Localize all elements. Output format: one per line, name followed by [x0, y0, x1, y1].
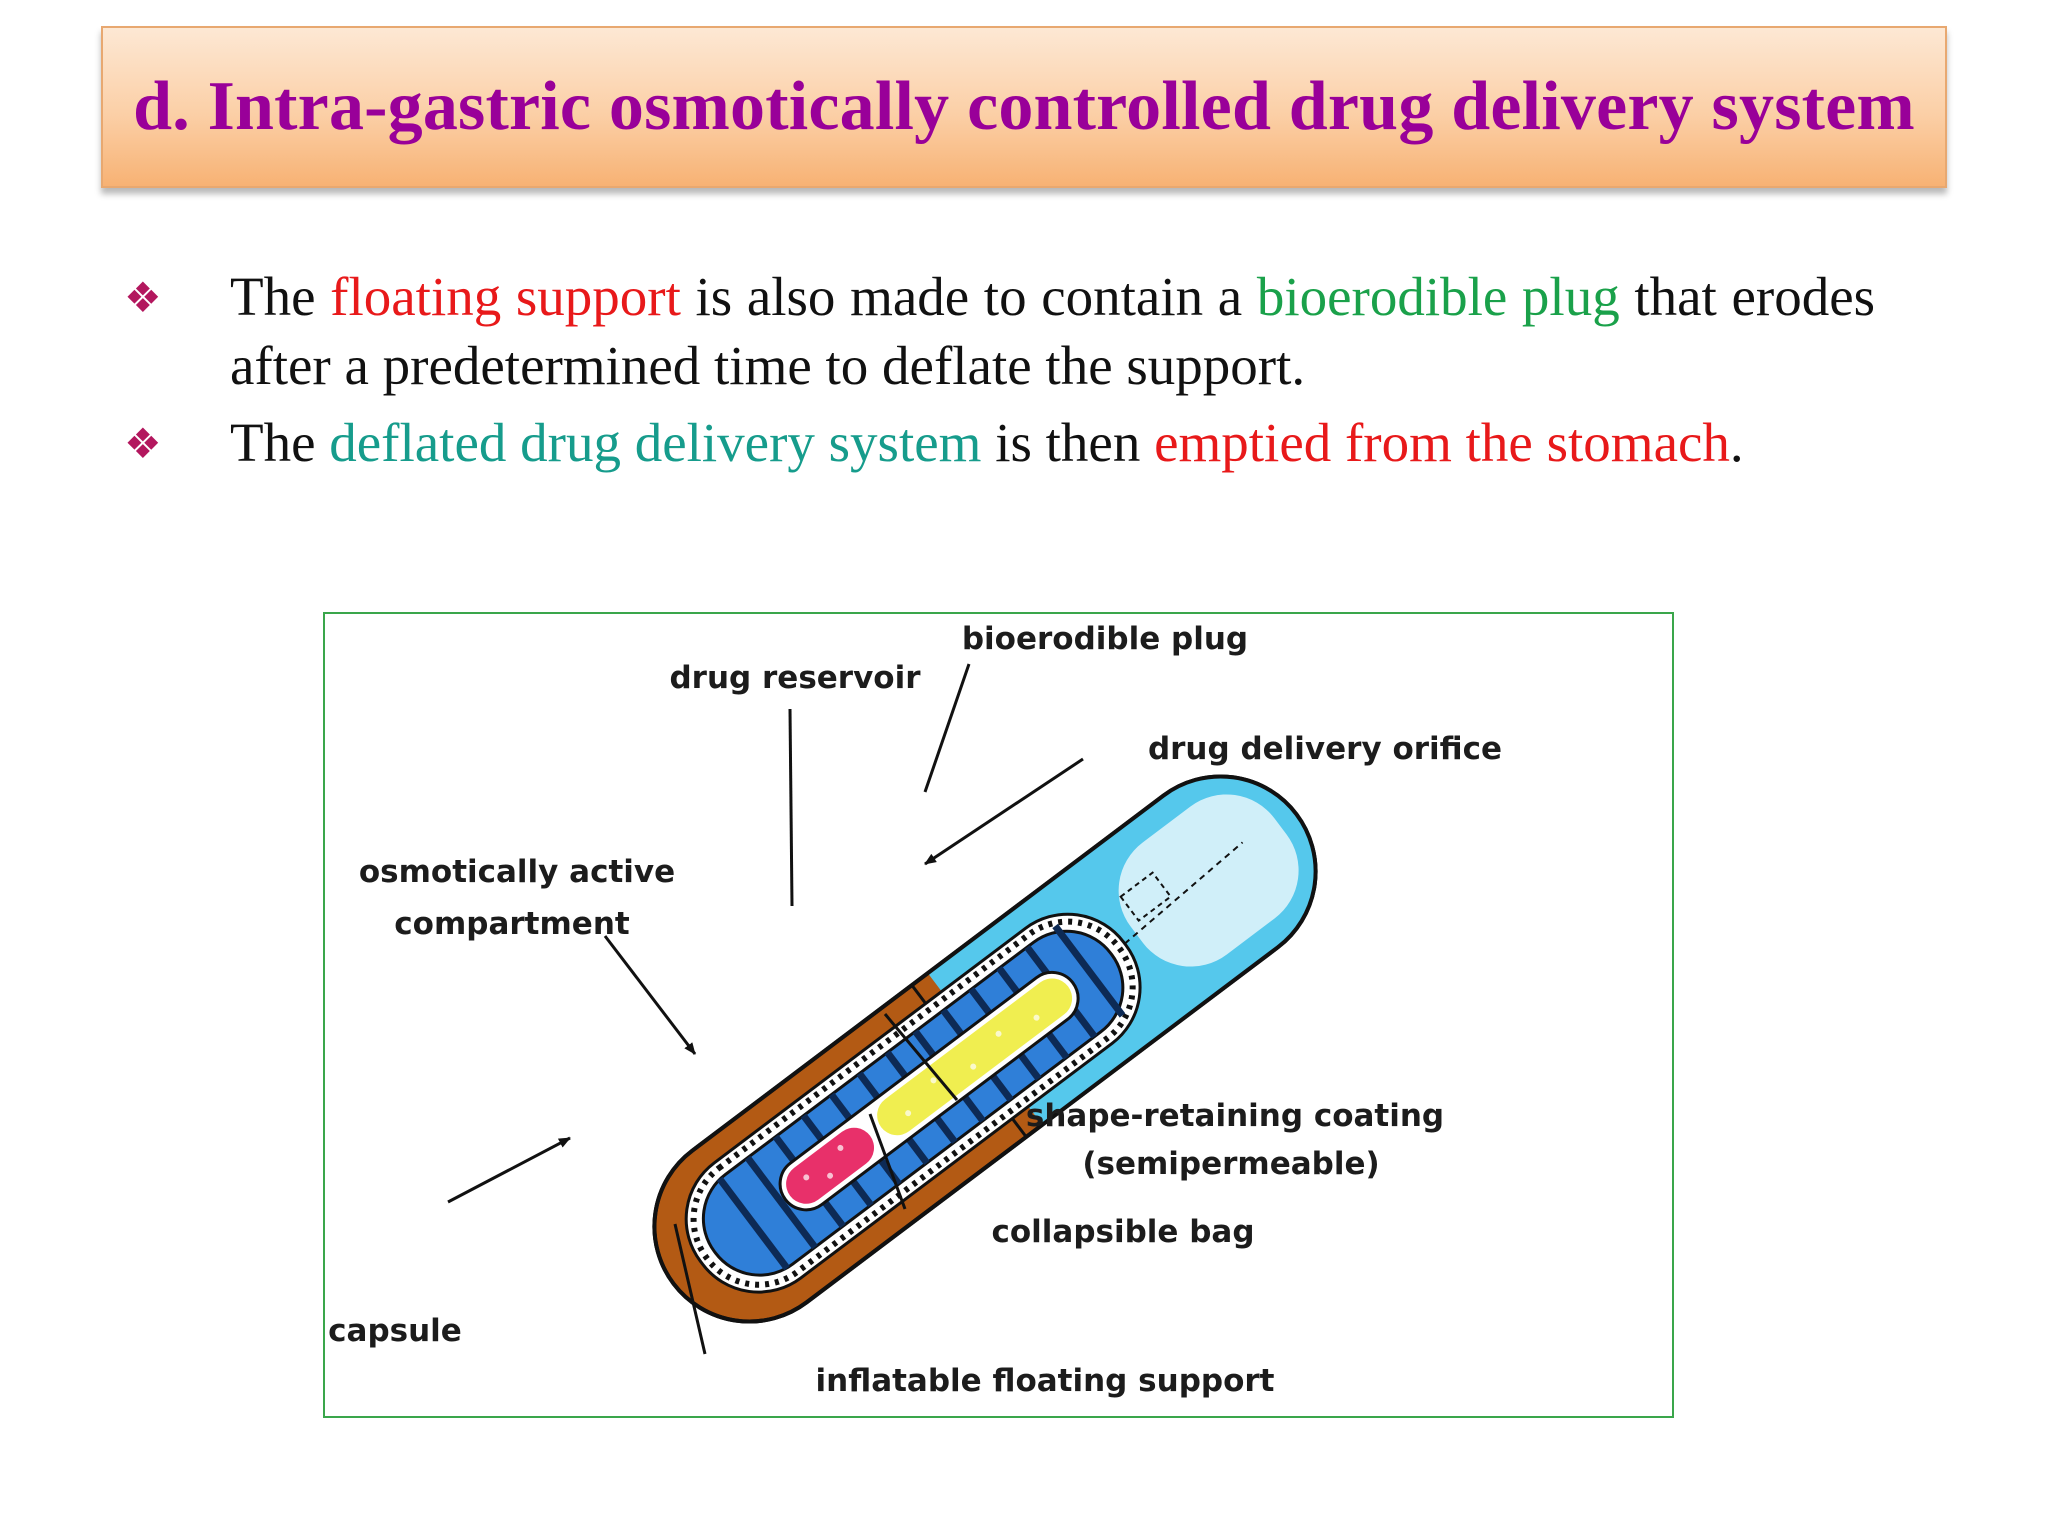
bullet-list: ❖ The floating support is also made to c…	[120, 262, 1875, 491]
text-segment: The	[230, 266, 331, 327]
highlight-floating-support: floating support	[330, 266, 681, 327]
capsule-drawing	[652, 738, 1354, 1324]
text-segment: that erodes after a predetermined time t…	[230, 266, 1876, 396]
highlight-bioerodible-plug: bioerodible plug	[1256, 266, 1620, 327]
label-drug-reservoir: drug reservoir	[669, 660, 921, 696]
leader-osmotically-active	[603, 935, 697, 1055]
bioerodible-plug-shape	[1119, 871, 1173, 923]
text-segment: is also made to contain a	[680, 266, 1257, 327]
leader-drug-delivery-orifice	[924, 757, 1084, 866]
bullet-item: ❖ The deflated drug delivery system is t…	[120, 408, 1875, 483]
highlight-emptied-stomach: emptied from the stomach	[1154, 412, 1730, 473]
leader-drug-reservoir	[788, 708, 794, 907]
label-inflatable-floating-support: inflatable floating support	[816, 1363, 1275, 1399]
label-compartment: compartment	[394, 906, 630, 942]
label-drug-delivery-orifice: drug delivery orifice	[1148, 731, 1502, 767]
diamond-bullet-icon: ❖	[124, 422, 162, 468]
leader-bioerodible-plug	[923, 663, 971, 793]
bullet-text: The floating support is also made to con…	[230, 262, 1875, 400]
capsule-diagram: bioerodible plug drug reservoir drug del…	[328, 621, 1502, 1399]
label-semipermeable: (semipermeable)	[1082, 1146, 1379, 1182]
leader-shape-retaining	[883, 1013, 959, 1101]
label-bioerodible-plug: bioerodible plug	[962, 621, 1248, 657]
diamond-bullet-icon: ❖	[124, 276, 162, 322]
label-collapsible-bag: collapsible bag	[991, 1214, 1254, 1250]
label-shape-retaining: shape-retaining coating	[1026, 1098, 1444, 1134]
text-segment: is then	[981, 412, 1155, 473]
leader-collapsible-bag	[868, 1113, 907, 1210]
slide-title: d. Intra-gastric osmotically controlled …	[133, 68, 1915, 145]
leader-inflatable-floating-support	[673, 1223, 707, 1355]
text-segment: The	[230, 412, 330, 473]
label-osmotically-active: osmotically active	[359, 854, 675, 890]
osmotic-active-segment	[786, 1127, 875, 1204]
highlight-deflated-system: deflated drug delivery system	[329, 412, 982, 473]
leader-capsule	[447, 1136, 571, 1204]
title-banner: d. Intra-gastric osmotically controlled …	[101, 26, 1947, 188]
label-capsule: capsule	[328, 1313, 462, 1349]
bullet-item: ❖ The floating support is also made to c…	[120, 262, 1875, 400]
text-segment: .	[1729, 412, 1744, 473]
diagram-frame: bioerodible plug drug reservoir drug del…	[323, 612, 1674, 1418]
drug-reservoir-segment	[877, 978, 1073, 1136]
bullet-text: The deflated drug delivery system is the…	[230, 408, 1875, 477]
